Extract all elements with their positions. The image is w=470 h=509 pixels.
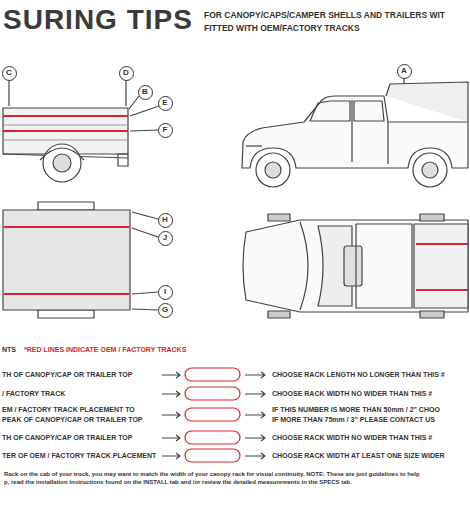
row-label: EM / FACTORY TRACK PLACEMENT TO — [2, 406, 135, 414]
callout-circle: D — [119, 66, 134, 81]
section-heading: NTS — [2, 346, 16, 354]
callout-circle: G — [158, 303, 173, 318]
trailer-top — [3, 210, 130, 310]
callout-circle: J — [158, 231, 173, 246]
row-instruction: CHOOSE RACK WIDTH NO WIDER THAN THIS # — [272, 434, 432, 442]
callout-letter: I — [164, 288, 166, 296]
row-instruction: CHOOSE RACK LENGTH NO LONGER THAN THIS # — [272, 371, 445, 379]
callout-circle: A — [397, 64, 412, 79]
row-instruction: IF MORE THAN 75mm / 3" PLEASE CONTACT US — [272, 416, 435, 424]
callout-circle: H — [158, 213, 173, 228]
row-label: TH OF CANOPY/CAP OR TRAILER TOP — [2, 371, 132, 379]
row-instruction: CHOOSE RACK WIDTH NO WIDER THAN THIS # — [272, 390, 432, 398]
callout-letter: F — [163, 126, 168, 134]
canopy-top — [414, 224, 468, 308]
callout-letter: B — [142, 88, 148, 96]
page-title: SURING TIPS — [3, 4, 193, 36]
callout-letter: C — [6, 69, 12, 77]
input-boxes — [185, 368, 240, 462]
row-instruction: CHOOSE RACK WIDTH AT LEAST ONE SIZE WIDE… — [272, 452, 445, 460]
subtitle: FOR CANOPY/CAPS/CAMPER SHELLS AND TRAILE… — [204, 11, 445, 21]
table-arrows — [162, 372, 265, 459]
callout-circle: C — [2, 66, 17, 81]
callout-letter: D — [123, 69, 129, 77]
callout-letter: G — [162, 306, 168, 314]
row-label: / FACTORY TRACK — [2, 390, 65, 398]
note: *RED LINES INDICATE OEM / FACTORY TRACKS — [24, 346, 186, 354]
rear-wheel — [413, 153, 447, 187]
row-label: TH OF CANOPY/CAP OR TRAILER TOP — [2, 434, 132, 442]
callout-circle: E — [158, 96, 173, 111]
callout-circle: B — [138, 85, 153, 100]
row-instruction: IF THIS NUMBER IS MORE THAN 50mm / 2" CH… — [272, 406, 440, 414]
callout-circle: I — [158, 285, 173, 300]
footnote-line: p, read the installation instructions fo… — [4, 479, 466, 487]
trailer-wheel — [43, 144, 81, 182]
callout-letter: J — [163, 234, 167, 242]
row-label: PEAK OF CANOPY/CAP OR TRAILER TOP — [2, 416, 143, 424]
callout-letter: E — [162, 99, 167, 107]
truck-top — [243, 220, 468, 312]
callout-letter: A — [401, 67, 407, 75]
callout-circle: F — [158, 123, 173, 138]
canopy — [386, 82, 468, 122]
callout-letter: H — [162, 216, 168, 224]
front-wheel — [256, 153, 290, 187]
footnote: Rack on the cab of your truck, you may w… — [4, 471, 466, 487]
subtitle: FITTED WITH OEM/FACTORY TRACKS — [204, 24, 360, 34]
row-label: TER OF OEM / FACTORY TRACK PLACEMENT — [2, 452, 156, 460]
footnote-line: Rack on the cab of your truck, you may w… — [4, 471, 466, 479]
